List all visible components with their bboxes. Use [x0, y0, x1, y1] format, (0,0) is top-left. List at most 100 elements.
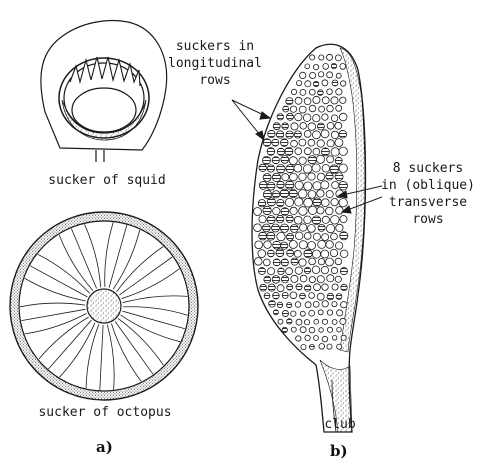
club-sucker — [304, 250, 312, 258]
club-sucker — [336, 294, 342, 300]
club-sucker — [327, 122, 334, 129]
club-sucker — [336, 73, 341, 78]
club-sucker — [299, 259, 306, 266]
club-sucker — [327, 105, 334, 112]
club-sucker — [276, 249, 284, 257]
club-sucker — [337, 344, 342, 349]
club-sucker — [291, 123, 298, 130]
club-sucker — [263, 174, 271, 182]
club-sucker — [254, 224, 262, 232]
club-sucker — [335, 157, 342, 164]
club-sucker — [321, 266, 328, 273]
club-sucker — [323, 64, 329, 70]
squid-sucker-drawing — [41, 21, 167, 162]
club-sucker — [286, 165, 294, 173]
club-sucker — [300, 327, 306, 333]
club-sucker — [300, 89, 306, 95]
club-sucker — [314, 284, 321, 291]
label-transverse-line-2: in (oblique) — [372, 177, 484, 194]
club-sucker — [317, 190, 324, 197]
club-sucker — [268, 130, 275, 137]
club-sucker — [339, 164, 347, 172]
club-sucker — [335, 276, 341, 282]
club-sucker — [309, 344, 314, 349]
club-sucker — [290, 225, 298, 233]
club-sucker — [290, 207, 297, 214]
club-sucker — [309, 310, 315, 316]
club-sucker — [339, 113, 347, 121]
club-sucker — [312, 164, 320, 172]
club-sucker — [318, 224, 325, 231]
club-sucker — [339, 147, 347, 155]
club-sucker — [335, 242, 342, 249]
club-sucker — [331, 115, 338, 122]
club-sucker — [319, 55, 324, 60]
club-sucker — [290, 106, 296, 112]
club-sucker — [281, 156, 289, 164]
club-sucker — [277, 285, 284, 292]
club-sucker — [340, 64, 346, 70]
club-sucker — [337, 310, 343, 316]
label-octopus-sucker: sucker of octopus — [10, 404, 200, 421]
club-sucker — [332, 336, 337, 341]
club-sucker — [273, 310, 278, 315]
club-sucker — [295, 198, 303, 206]
club-sucker — [308, 123, 316, 131]
club-sucker — [291, 258, 298, 265]
club-sucker — [313, 182, 321, 190]
club-sucker — [282, 123, 289, 130]
club-sucker — [336, 105, 342, 111]
club-sucker — [336, 224, 343, 231]
club-sucker — [300, 224, 307, 231]
club-sucker — [303, 114, 311, 122]
octopus-sucker-drawing — [10, 212, 198, 400]
club-sucker — [291, 311, 296, 316]
club-sucker — [259, 181, 267, 189]
club-sucker — [332, 302, 337, 307]
club-sucker — [326, 241, 334, 249]
club-sucker — [286, 268, 293, 275]
club-sucker — [268, 284, 275, 291]
club-sucker — [341, 284, 347, 290]
club-sucker — [282, 174, 289, 181]
club-sucker — [283, 106, 289, 112]
club-sucker — [331, 131, 338, 138]
club-sucker — [304, 216, 312, 224]
club-sucker — [309, 277, 315, 283]
club-sucker — [304, 98, 311, 105]
club-sucker — [277, 232, 285, 240]
club-sucker — [331, 148, 339, 156]
club-sucker — [341, 81, 346, 86]
club-sucker — [277, 165, 286, 174]
club-sucker — [341, 335, 346, 340]
club-sucker — [322, 97, 329, 104]
club-sucker — [335, 139, 343, 147]
label-longitudinal-line-1: suckers in — [160, 38, 270, 55]
club-sucker — [295, 97, 302, 104]
club-sucker — [286, 98, 293, 105]
club-sucker — [327, 89, 333, 95]
club-sucker — [322, 284, 329, 291]
club-sucker — [304, 131, 311, 138]
club-sucker — [305, 335, 310, 340]
club-sucker — [281, 242, 288, 249]
club-sucker — [317, 140, 324, 147]
club-sucker — [341, 302, 347, 308]
club-sucker — [287, 284, 293, 290]
club-sucker — [313, 81, 318, 86]
club-sucker — [317, 293, 324, 300]
club-sucker — [335, 258, 342, 265]
club-sucker — [295, 181, 303, 189]
club-sucker — [336, 207, 344, 215]
club-sucker — [321, 148, 329, 156]
club-sucker — [254, 208, 262, 216]
club-sucker — [332, 80, 338, 86]
club-sucker — [326, 207, 334, 215]
club-sucker — [273, 259, 280, 266]
club-sucker — [287, 113, 294, 120]
club-sucker — [305, 64, 310, 69]
club-sucker — [297, 81, 302, 86]
club-sucker — [263, 190, 271, 198]
club-sucker — [340, 97, 346, 103]
club-sucker — [264, 293, 270, 299]
